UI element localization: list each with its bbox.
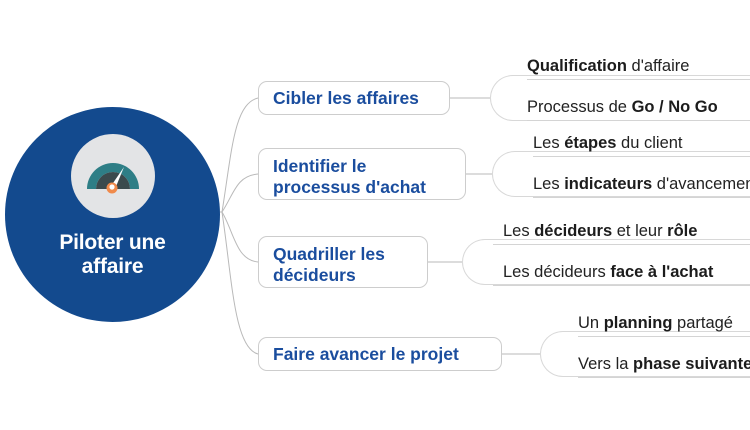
- leaf-1-1-post: d'affaire: [626, 57, 690, 75]
- leaf-2-2-pre: Les: [533, 175, 565, 193]
- leaf-item-2-2[interactable]: Les indicateurs d'avancement: [533, 176, 750, 193]
- leaf-1-2-pre: Processus de: [527, 98, 632, 116]
- connector-to-branch-2: [221, 173, 259, 213]
- leaf-3-1-bold: décideurs: [534, 222, 613, 240]
- leaf-4-2-pre: Vers la: [578, 355, 634, 373]
- connector-to-branch-3: [221, 211, 259, 263]
- center-node-label: Piloter une affaire: [18, 231, 208, 280]
- leaf-2-1-post: du client: [616, 134, 683, 152]
- leaf-2-2-bold: indicateurs: [564, 175, 653, 193]
- branch-node-cibler-les-affaires[interactable]: Cibler les affaires: [258, 81, 450, 115]
- leaf-4-2-bold: phase suivante: [633, 355, 750, 373]
- leaf-rule-4-2: [578, 377, 750, 378]
- leaf-rule-3-1: [493, 244, 750, 245]
- leaf-rule-3-2: [493, 285, 750, 286]
- connector-to-branch-1: [221, 97, 259, 213]
- leaf-3-2-pre: Les décideurs: [503, 263, 611, 281]
- leaf-item-4-2[interactable]: Vers la phase suivante: [578, 356, 750, 373]
- leaf-3-1-bold2: rôle: [667, 222, 698, 240]
- leaf-rule-2-2: [533, 197, 750, 198]
- leaf-3-1-post: et leur: [612, 222, 668, 240]
- branch-label-1: Cibler les affaires: [273, 87, 419, 108]
- leaf-4-1-pre: Un: [578, 314, 604, 332]
- leaf-item-2-1[interactable]: Les étapes du client: [533, 135, 683, 152]
- branch-label-3-line2: décideurs: [273, 264, 356, 285]
- leaf-1-2-bold: Go / No Go: [631, 98, 718, 116]
- branch-label-4: Faire avancer le projet: [273, 343, 459, 364]
- leaf-3-1-pre: Les: [503, 222, 535, 240]
- branch-label-2-line1: Identifier le: [273, 156, 367, 176]
- leaf-rule-1-2: [527, 120, 750, 121]
- branch-node-quadriller-les-decideurs[interactable]: Quadriller les décideurs: [258, 236, 428, 288]
- leaf-item-4-1[interactable]: Un planning partagé: [578, 315, 733, 332]
- branch-label-3-line1: Quadriller les: [273, 244, 385, 264]
- leaf-2-2-post: d'avancement: [652, 175, 750, 193]
- leaf-rule-1-1: [527, 79, 750, 80]
- leaf-item-1-2[interactable]: Processus de Go / No Go: [527, 99, 718, 116]
- leaf-group-3: [462, 239, 750, 285]
- leaf-4-1-post: partagé: [672, 314, 733, 332]
- gauge-icon: [70, 134, 155, 218]
- center-title-line2: affaire: [81, 255, 144, 279]
- center-title-line1: Piloter une: [59, 231, 166, 254]
- branch-node-faire-avancer-le-projet[interactable]: Faire avancer le projet: [258, 337, 502, 371]
- branch-label-2-line2: processus d'achat: [273, 176, 426, 197]
- leaf-1-1-bold: Qualification: [527, 57, 627, 75]
- leaf-2-1-pre: Les: [533, 134, 565, 152]
- branch-node-identifier-le-processus-d-achat[interactable]: Identifier le processus d'achat: [258, 148, 466, 200]
- leaf-rule-4-1: [578, 336, 750, 337]
- leaf-group-4: [540, 331, 750, 377]
- leaf-rule-2-1: [533, 156, 750, 157]
- leaf-item-1-1[interactable]: Qualification d'affaire: [527, 58, 689, 75]
- center-node[interactable]: Piloter une affaire: [5, 107, 220, 322]
- leaf-group-1: [490, 75, 750, 121]
- leaf-item-3-2[interactable]: Les décideurs face à l'achat: [503, 264, 713, 281]
- leaf-2-1-bold: étapes: [564, 134, 617, 152]
- leaf-item-3-1[interactable]: Les décideurs et leur rôle: [503, 223, 697, 240]
- leaf-group-2: [492, 151, 750, 197]
- leaf-3-2-bold: face à l'achat: [610, 263, 714, 281]
- leaf-4-1-bold: planning: [603, 314, 673, 332]
- connector-to-branch-4: [221, 211, 259, 355]
